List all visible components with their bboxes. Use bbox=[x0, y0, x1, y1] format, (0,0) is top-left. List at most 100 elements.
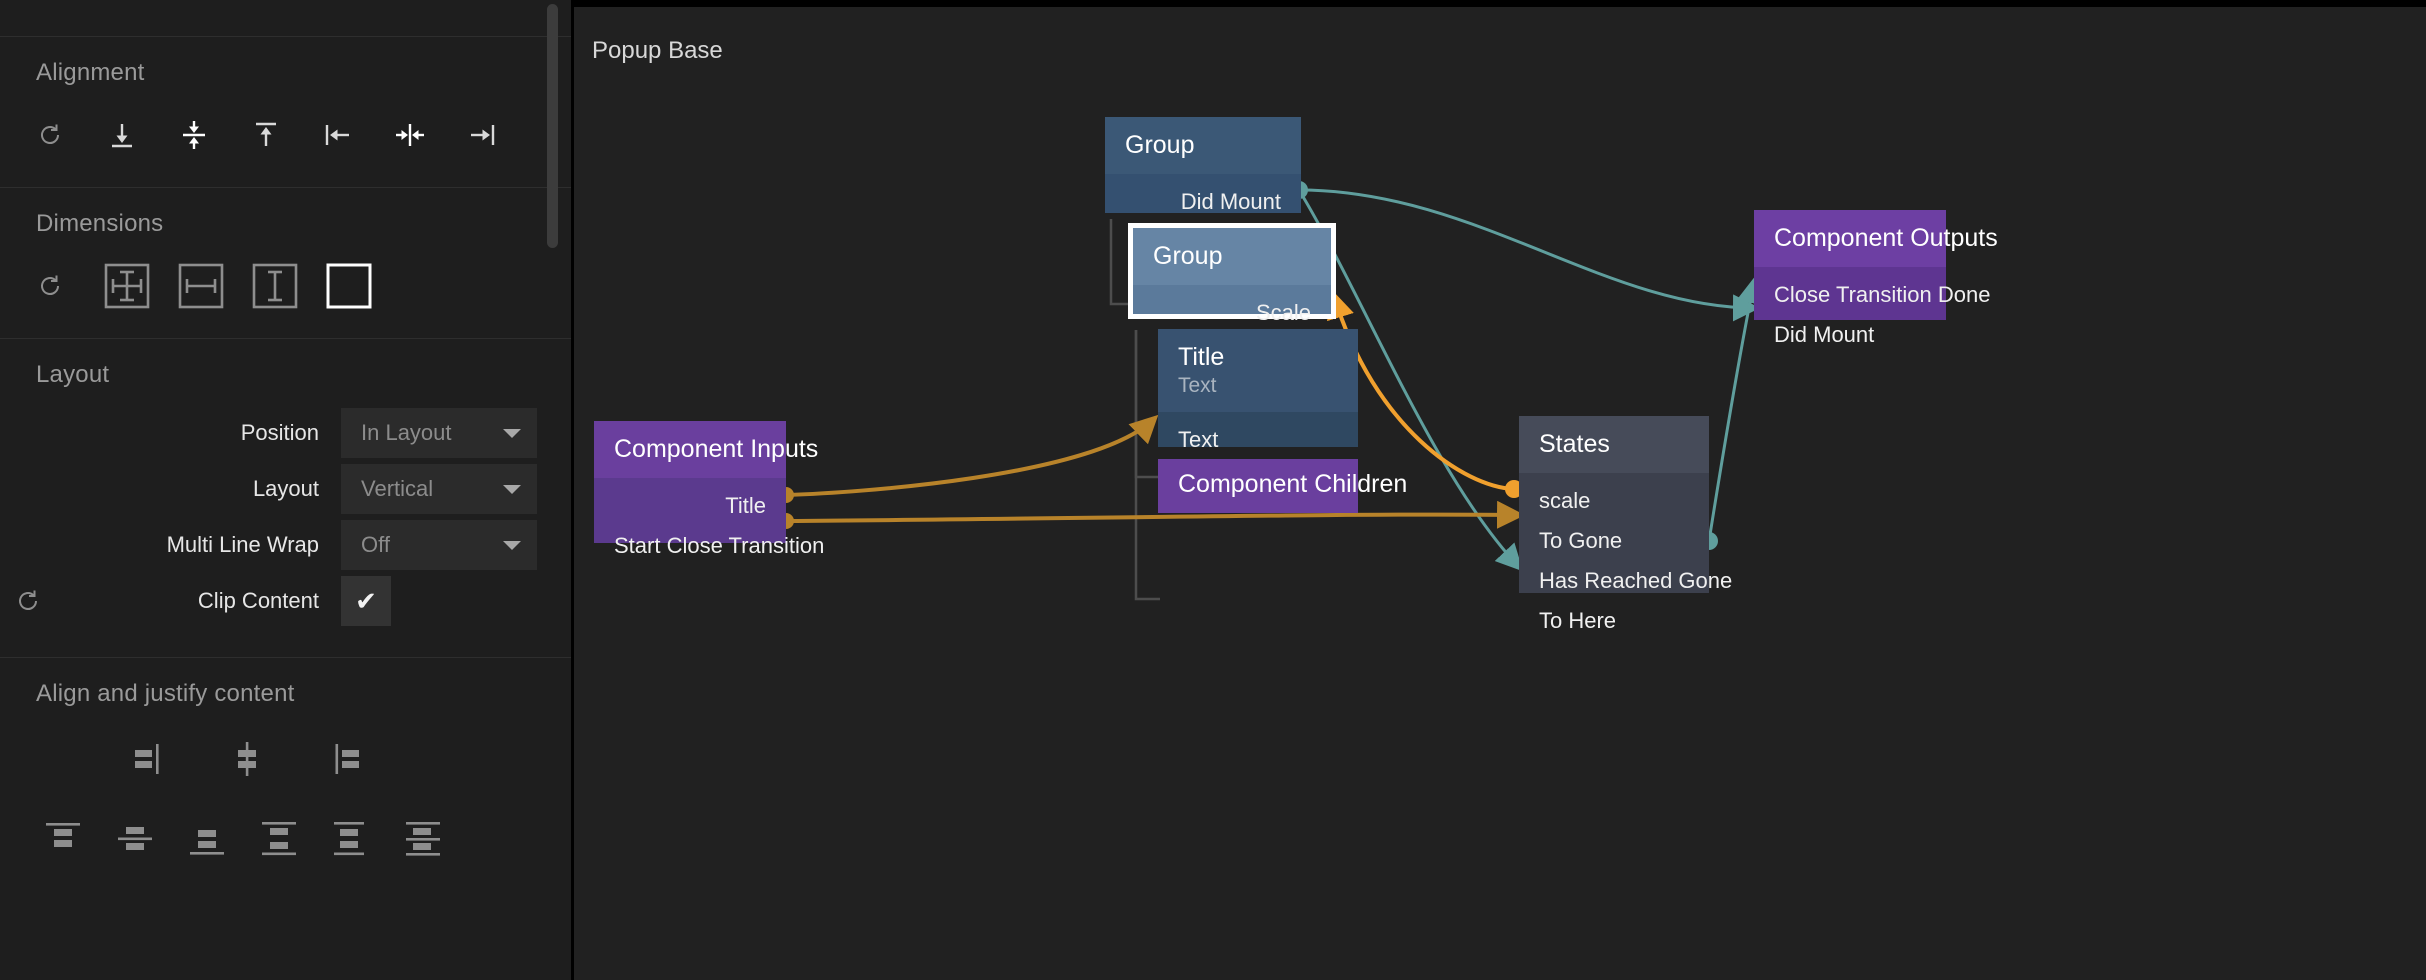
node-title: States bbox=[1519, 416, 1709, 473]
node-graph-canvas[interactable]: Popup Base bbox=[574, 7, 2426, 980]
port-did-mount[interactable]: Did Mount bbox=[1180, 189, 1281, 214]
multi-line-wrap-dropdown[interactable]: Off bbox=[341, 520, 537, 570]
align-content-center-icon[interactable] bbox=[108, 812, 162, 866]
breadcrumb[interactable]: Popup Base bbox=[592, 37, 723, 64]
clip-content-checkbox[interactable]: ✔ bbox=[341, 576, 391, 626]
section-alignment: Alignment bbox=[0, 36, 571, 187]
align-right-icon[interactable] bbox=[446, 109, 518, 161]
layout-dropdown[interactable]: Vertical bbox=[341, 464, 537, 514]
section-dimensions: Dimensions bbox=[0, 187, 571, 338]
node-component-inputs[interactable]: Component Inputs Title Start Close Trans… bbox=[594, 421, 824, 557]
layout-row-clip-content: Clip Content ✔ bbox=[0, 575, 571, 627]
align-content-space-between-icon[interactable] bbox=[252, 812, 306, 866]
port-to-gone[interactable]: To Gone bbox=[1539, 528, 1623, 553]
alignment-icon-row bbox=[0, 87, 571, 187]
node-body: scale To Gone Has Reached Gone To Here bbox=[1519, 473, 1733, 655]
section-align-justify: Align and justify content bbox=[0, 657, 571, 876]
port-scale[interactable]: Scale bbox=[1255, 300, 1311, 325]
node-body: Close Transition Done Did Mount bbox=[1754, 267, 1991, 369]
port-has-reached-gone[interactable]: Has Reached Gone bbox=[1539, 568, 1733, 593]
edge-startclose-to-togone bbox=[785, 500, 1525, 529]
edge-scale-to-group bbox=[1327, 290, 1515, 491]
align-vertical-center-icon[interactable] bbox=[158, 109, 230, 161]
inspector-panel: Alignment bbox=[0, 0, 574, 980]
port-to-here[interactable]: To Here bbox=[1539, 608, 1617, 633]
node-body: Title Start Close Transition bbox=[594, 478, 825, 580]
port-title[interactable]: Title bbox=[725, 493, 766, 518]
port-scale-in[interactable]: scale bbox=[1539, 488, 1591, 513]
align-bottom-icon[interactable] bbox=[86, 109, 158, 161]
align-content-space-evenly-icon[interactable] bbox=[396, 812, 450, 866]
reset-icon[interactable] bbox=[0, 586, 56, 616]
node-body: Scale bbox=[1133, 285, 1331, 347]
chevron-down-icon bbox=[503, 428, 521, 438]
node-title: Component Inputs bbox=[594, 421, 818, 478]
chevron-down-icon bbox=[503, 484, 521, 494]
inspector-scrollbar-thumb[interactable] bbox=[547, 4, 558, 248]
edge-didmount-to-outputs bbox=[1298, 188, 1760, 322]
inspector-top-strip bbox=[0, 0, 571, 36]
layout-dropdown-value: Vertical bbox=[361, 476, 434, 501]
align-left-icon[interactable] bbox=[302, 109, 374, 161]
align-content-space-around-icon[interactable] bbox=[324, 812, 378, 866]
layout-label-multi-line-wrap: Multi Line Wrap bbox=[166, 532, 319, 557]
align-justify-body bbox=[0, 708, 571, 876]
port-close-transition-done[interactable]: Close Transition Done bbox=[1774, 282, 1991, 307]
node-group-parent[interactable]: Group Did Mount bbox=[1105, 117, 1301, 213]
justify-row bbox=[0, 732, 571, 786]
node-component-children[interactable]: Component Children bbox=[1158, 459, 1407, 513]
multi-line-wrap-dropdown-value: Off bbox=[361, 532, 390, 557]
chevron-down-icon bbox=[503, 540, 521, 550]
canvas-panel: Popup Base bbox=[574, 0, 2426, 980]
canvas-top-border bbox=[574, 0, 2426, 7]
size-height-icon[interactable] bbox=[242, 260, 308, 312]
size-width-icon[interactable] bbox=[168, 260, 234, 312]
justify-center-icon[interactable] bbox=[220, 732, 274, 786]
layout-label-layout: Layout bbox=[252, 476, 319, 501]
justify-start-icon[interactable] bbox=[122, 732, 176, 786]
size-fixed-icon[interactable] bbox=[316, 260, 382, 312]
node-title-text[interactable]: Title Text Text bbox=[1158, 329, 1358, 451]
node-group-selected[interactable]: Group Scale bbox=[1133, 228, 1331, 324]
section-layout: Layout Position In Layout Layout Vertica… bbox=[0, 338, 571, 657]
inspector-scrollbar[interactable] bbox=[545, 0, 559, 980]
port-text[interactable]: Text bbox=[1178, 427, 1219, 452]
position-dropdown-value: In Layout bbox=[361, 420, 452, 445]
section-title-dimensions: Dimensions bbox=[36, 210, 164, 237]
edge-hasreachedgone-to-closetransitiondone bbox=[1707, 276, 1764, 542]
node-title: Title Text bbox=[1158, 329, 1358, 412]
align-top-icon[interactable] bbox=[230, 109, 302, 161]
justify-end-icon[interactable] bbox=[318, 732, 372, 786]
reset-icon[interactable] bbox=[14, 109, 86, 161]
section-title-layout: Layout bbox=[36, 361, 110, 388]
node-title: Group bbox=[1133, 228, 1331, 285]
edge-title-to-text bbox=[785, 414, 1159, 497]
align-content-row bbox=[0, 812, 571, 866]
port-did-mount-in[interactable]: Did Mount bbox=[1774, 322, 1875, 347]
selection-outline bbox=[1128, 223, 1336, 319]
node-subtitle-label: Text bbox=[1178, 374, 1217, 397]
align-content-start-icon[interactable] bbox=[36, 812, 90, 866]
port-start-close-transition[interactable]: Start Close Transition bbox=[614, 533, 825, 558]
node-body: Did Mount bbox=[1105, 174, 1301, 236]
layout-row-multi-line-wrap: Multi Line Wrap Off bbox=[0, 519, 571, 571]
node-title-label: Title bbox=[1178, 343, 1225, 371]
dimensions-icon-row bbox=[0, 238, 571, 338]
align-horizontal-center-icon[interactable] bbox=[374, 109, 446, 161]
align-content-end-icon[interactable] bbox=[180, 812, 234, 866]
layout-row-layout: Layout Vertical bbox=[0, 463, 571, 515]
reset-icon[interactable] bbox=[14, 260, 86, 312]
hierarchy-tree-lines bbox=[1109, 219, 1160, 601]
node-title: Component Children bbox=[1158, 459, 1407, 513]
node-title: Group bbox=[1105, 117, 1301, 174]
node-title: Component Outputs bbox=[1754, 210, 1998, 267]
node-component-outputs[interactable]: Component Outputs Close Transition Done … bbox=[1754, 210, 1998, 346]
section-title-align-justify: Align and justify content bbox=[36, 680, 295, 707]
position-dropdown[interactable]: In Layout bbox=[341, 408, 537, 458]
layout-label-position: Position bbox=[240, 420, 319, 445]
check-icon: ✔ bbox=[355, 586, 377, 616]
size-both-icon[interactable] bbox=[94, 260, 160, 312]
node-states[interactable]: States scale To Gone Has Reached Gone To… bbox=[1519, 416, 1732, 632]
layout-row-position: Position In Layout bbox=[0, 407, 571, 459]
